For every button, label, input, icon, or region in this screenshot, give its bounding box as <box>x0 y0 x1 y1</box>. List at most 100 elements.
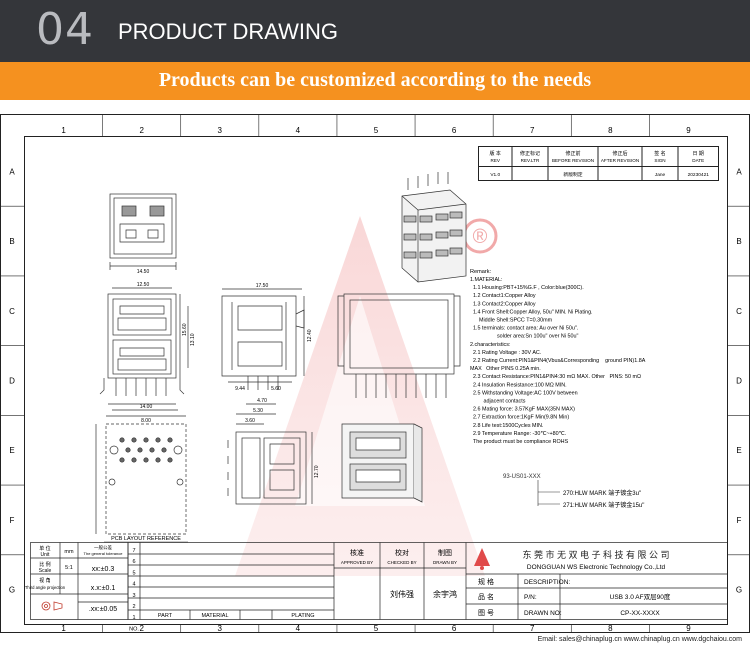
dim-front-h2: 13.10 <box>190 333 196 346</box>
revision-header-cn: 版 本 <box>490 150 501 157</box>
remarks-title: Remark: <box>470 269 492 275</box>
column-marker-top: 5 <box>374 126 379 135</box>
dwg-en: DRAWN NO: <box>524 610 562 617</box>
part-options: 93-US01-XXX 270:HLW MARK 端子镀金3u" 271:HLW… <box>503 474 644 509</box>
title-block-text: 单 位 Unit mm 一般公差 The general tolerance 比… <box>25 544 671 632</box>
remark-line: 2.2 Rating Current:PIN1&PIN4(Vbus&Corres… <box>470 358 646 364</box>
row-marker-left: B <box>9 237 14 246</box>
drawn-name: 余宇鸿 <box>433 589 457 599</box>
dwg-value: CP-XX-XXXX <box>620 610 660 617</box>
dim-front-width: 14.50 <box>137 269 150 275</box>
row-marker-left: D <box>9 377 15 386</box>
dim-pcb-a: 5.30 <box>253 408 263 414</box>
remark-line: adjacent contacts <box>470 399 526 405</box>
column-marker-bottom: 7 <box>530 624 535 633</box>
remark-line: 2.8 Life test:1500Cycles MIN. <box>470 423 543 429</box>
bom-row-number: 5 <box>132 570 135 576</box>
remark-line: 2.4 Insulation Resistance:100 MΩ MIN. <box>470 382 567 388</box>
dim-side-a: 9.44 <box>235 386 245 392</box>
bom-material-header: MATERIAL <box>201 613 228 619</box>
projection-symbol <box>41 601 63 611</box>
column-marker-top: 2 <box>139 126 144 135</box>
isometric-view <box>401 172 467 283</box>
row-marker-right: G <box>736 586 742 595</box>
row-marker-left: G <box>9 586 15 595</box>
section-header: 04 PRODUCT DRAWING <box>0 0 750 62</box>
angle-label: 视 角 <box>39 577 50 584</box>
rear-view <box>337 293 461 398</box>
dim-pcb-b: 3.60 <box>245 418 255 424</box>
bom-row-number: 6 <box>132 559 135 565</box>
revision-cell: 新版制定 <box>563 171 582 178</box>
row-marker-left: C <box>9 307 15 316</box>
remark-line: 2.9 Temperature Range: -30℃~+80℃. <box>470 431 566 437</box>
remarks: Remark: 1.MATERIAL: 1.1 Housing:PBT+15%G… <box>470 269 646 445</box>
column-marker-top: 1 <box>61 126 66 135</box>
column-marker-bottom: 4 <box>296 624 301 633</box>
section-title: PRODUCT DRAWING <box>118 19 338 44</box>
column-marker-bottom: 9 <box>686 624 691 633</box>
remark-line: The product must be compliance ROHS <box>470 439 569 445</box>
column-marker-top: 4 <box>296 126 301 135</box>
revision-header-cn: 签 名 <box>654 150 665 157</box>
isometric-bottom-view <box>341 423 423 503</box>
drawn-en: DRAWN BY <box>433 560 457 565</box>
section-number: 04 <box>36 4 94 55</box>
bom-row-number: NO. <box>129 626 139 632</box>
bottom-view <box>227 403 313 505</box>
remark-line: 2.1 Rating Voltage : 30V AC. <box>470 350 541 356</box>
remark-line: MAX Other PINS 0.25A min. <box>470 366 541 372</box>
row-marker-right: C <box>736 307 742 316</box>
remark-line: 1.MATERIAL: <box>470 277 503 283</box>
column-marker-top: 7 <box>530 126 535 135</box>
dim-pcb-h: 12.70 <box>314 465 320 478</box>
column-marker-bottom: 8 <box>608 624 613 633</box>
bom-row-number: 1 <box>132 615 135 621</box>
tolerance-1: xx:±0.3 <box>92 566 115 573</box>
drawn-cn: 制图 <box>438 548 452 557</box>
row-marker-right: E <box>736 446 741 455</box>
dim-front-inner: 12.50 <box>137 282 150 288</box>
unit-label: 单 位 <box>39 545 50 552</box>
scale-en: Scale <box>39 568 52 574</box>
company-logo <box>474 548 490 570</box>
dim-side-b: 5.60 <box>271 386 281 392</box>
bom-part-header: PART <box>158 613 173 619</box>
column-marker-bottom: 5 <box>374 624 379 633</box>
revision-cell: Jane <box>655 172 666 178</box>
revision-header-en: AFTER REVISION <box>601 158 639 163</box>
column-marker-top: 8 <box>608 126 613 135</box>
remark-line: solder area:Sn 100u" over Ni 50u" <box>470 334 578 340</box>
row-marker-left: A <box>9 167 15 176</box>
dim-side-h: 12.40 <box>307 329 313 342</box>
column-marker-top: 9 <box>686 126 691 135</box>
revision-header-en: BEFORE REVISION <box>552 158 594 163</box>
tolerance-2: x.x:±0.1 <box>91 585 116 592</box>
pcb-layout <box>95 409 187 535</box>
column-marker-bottom: 6 <box>452 624 457 633</box>
company-name-cn: 东 莞 市 无 双 电 子 科 技 有 限 公 司 <box>522 549 669 560</box>
banner-text: Products can be customized according to … <box>158 69 592 91</box>
revision-header-cn: 修正标记 <box>520 150 540 157</box>
pn-value: USB 3.0 AF双层90度 <box>610 592 671 601</box>
column-marker-bottom: 3 <box>218 624 223 633</box>
row-marker-left: E <box>9 446 14 455</box>
revision-cell: 20230421 <box>688 172 710 178</box>
part-code: 93-US01-XXX <box>503 474 541 480</box>
tolerance-en: The general tolerance <box>84 551 124 556</box>
pcb-layout-label: PCB LAYOUT REFERENCE <box>111 536 181 542</box>
remark-line: 1.4 Front Shell:Copper Alloy, 50u" MIN. … <box>470 309 593 315</box>
revision-header-en: REV <box>491 158 501 163</box>
row-marker-right: F <box>737 516 742 525</box>
footer-contact: Email: sales@chinaplug.cn www.chinaplug.… <box>537 636 742 643</box>
remark-line: 1.1 Housing:PBT+15%G.F , Color:blue(300C… <box>470 285 584 291</box>
company-name-en: DONGGUAN WS Electronic Technology Co.,Lt… <box>527 564 666 571</box>
revision-cell: V1.0 <box>490 172 500 178</box>
dim-pcb-width-2: 8.00 <box>141 418 151 424</box>
row-marker-right: A <box>736 167 742 176</box>
remark-line: 2.characteristics: <box>470 342 510 348</box>
remark-line: 2.7 Extraction force:1KgF Min(9.8N Min) <box>470 415 569 421</box>
